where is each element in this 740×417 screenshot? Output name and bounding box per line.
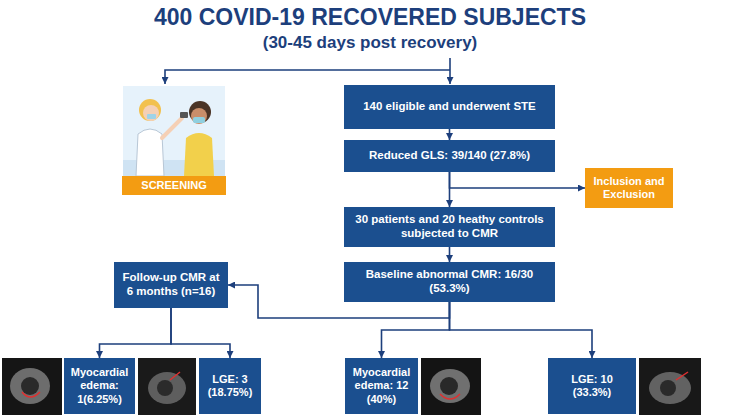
mri-thumbnail bbox=[639, 358, 701, 415]
flow-arrow bbox=[449, 129, 451, 140]
text-stack: 30 patients and 20 heathy controls subje… bbox=[350, 213, 549, 241]
diagram-title: 400 COVID-19 RECOVERED SUBJECTS bbox=[0, 3, 740, 31]
text-stack: Inclusion and Exclusion bbox=[591, 175, 667, 201]
text-stack: Follow-up CMR at 6 months (n=16) bbox=[120, 271, 222, 299]
text-stack: SCREENING bbox=[141, 179, 206, 192]
process-box: LGE: 3 (18.75%) bbox=[199, 358, 261, 414]
process-box: Baseline abnormal CMR: 16/30 (53.3%) bbox=[344, 262, 555, 302]
flow-arrow bbox=[450, 302, 593, 358]
highlight-box: Inclusion and Exclusion bbox=[585, 168, 673, 208]
box-text: Reduced GLS: 39/140 (27.8%) bbox=[369, 149, 530, 163]
box-text: Myocardial edema: 1(6.25%) bbox=[70, 366, 129, 406]
text-stack: LGE: 3 (18.75%) bbox=[205, 373, 255, 399]
process-box: Follow-up CMR at 6 months (n=16) bbox=[114, 262, 228, 308]
flow-arrow bbox=[171, 308, 230, 358]
box-text: Inclusion and Exclusion bbox=[591, 175, 667, 201]
text-stack: Reduced GLS: 39/140 (27.8%) bbox=[369, 149, 530, 163]
box-text: Follow-up CMR at 6 months (n=16) bbox=[120, 271, 222, 299]
flow-arrow bbox=[450, 172, 586, 188]
title-branch-lines bbox=[165, 58, 450, 84]
text-stack: 140 eligible and underwent STE bbox=[363, 100, 536, 114]
text-stack: Baseline abnormal CMR: 16/30 (53.3%) bbox=[350, 268, 549, 296]
text-stack: Myocardial edema: 12 (40%) bbox=[351, 366, 412, 406]
box-text: LGE: 3 (18.75%) bbox=[205, 373, 255, 399]
text-stack: LGE: 10 (33.3%) bbox=[554, 373, 630, 399]
flow-arrow bbox=[449, 172, 451, 207]
flow-arrow bbox=[449, 247, 451, 262]
mri-thumbnail bbox=[2, 358, 62, 415]
text-stack: Myocardial edema: 1(6.25%) bbox=[70, 366, 129, 406]
mri-thumbnail bbox=[421, 358, 481, 415]
subtitle-label: (30-45 days post recovery) bbox=[0, 32, 740, 54]
box-text: 140 eligible and underwent STE bbox=[363, 100, 536, 114]
process-box: Myocardial edema: 1(6.25%) bbox=[64, 358, 135, 414]
flow-arrow bbox=[382, 302, 450, 358]
box-text: Baseline abnormal CMR: 16/30 (53.3%) bbox=[350, 268, 549, 296]
highlight-box: SCREENING bbox=[122, 176, 226, 195]
mri-thumbnail bbox=[138, 358, 196, 415]
box-text: SCREENING bbox=[141, 179, 206, 192]
flow-arrow bbox=[100, 308, 172, 358]
mri-thumbnails bbox=[2, 358, 701, 415]
process-box: 140 eligible and underwent STE bbox=[344, 85, 555, 129]
process-box: 30 patients and 20 heathy controls subje… bbox=[344, 207, 555, 247]
process-box: LGE: 10 (33.3%) bbox=[548, 358, 636, 414]
process-box: Myocardial edema: 12 (40%) bbox=[345, 358, 418, 414]
box-text: Myocardial edema: 12 (40%) bbox=[351, 366, 412, 406]
process-box: Reduced GLS: 39/140 (27.8%) bbox=[344, 140, 555, 172]
screening-illustration bbox=[123, 86, 225, 176]
box-text: LGE: 10 (33.3%) bbox=[554, 373, 630, 399]
box-text: 30 patients and 20 heathy controls subje… bbox=[350, 213, 549, 241]
